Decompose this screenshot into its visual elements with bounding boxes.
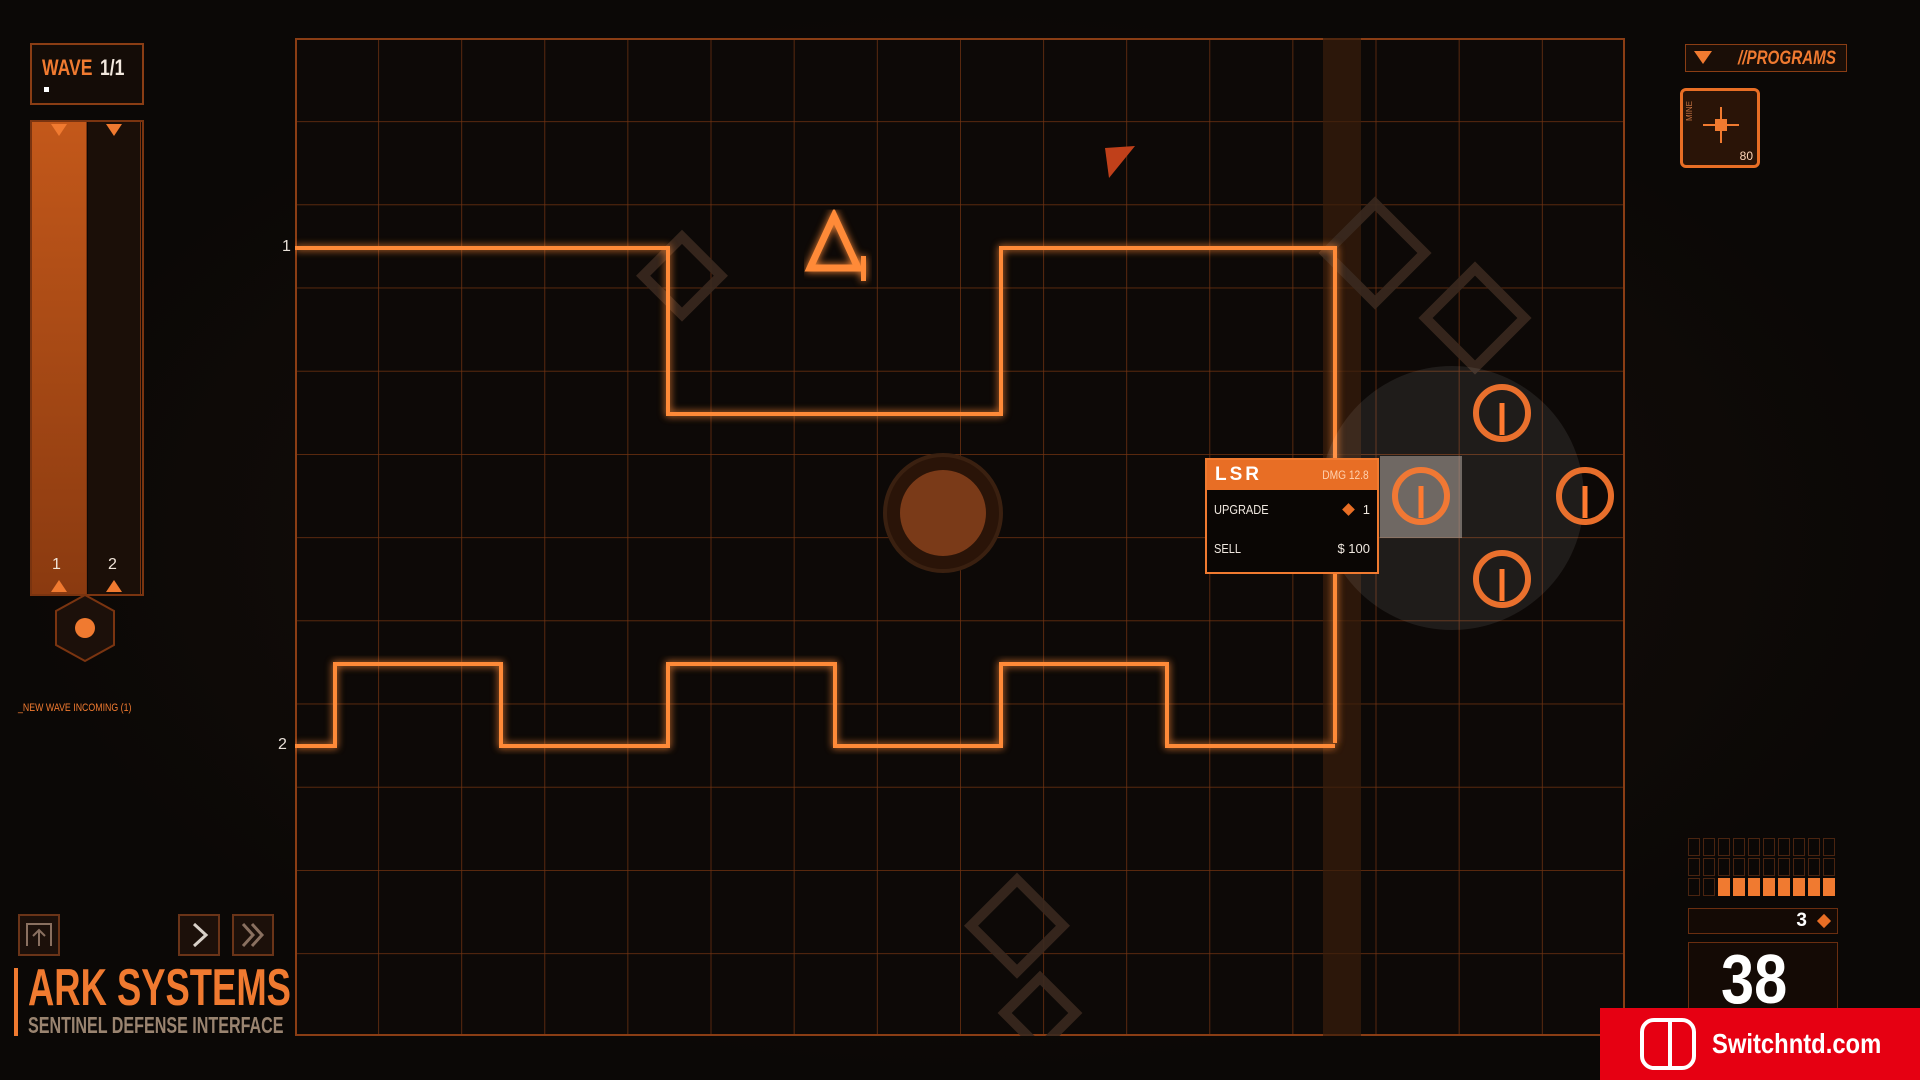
- wave-indicator: WAVE 1/1: [30, 43, 144, 105]
- upgrade-button[interactable]: UPGRADE 1: [1207, 490, 1377, 529]
- game-board[interactable]: [295, 38, 1625, 1056]
- sell-value: $ 100: [1337, 541, 1370, 556]
- grid-and-paths: [295, 38, 1625, 1056]
- energy-cell: [1808, 838, 1820, 856]
- brand-accent-bar: [14, 968, 18, 1036]
- program-mine-card[interactable]: MINE 80: [1680, 88, 1760, 168]
- mine-icon: [1703, 107, 1739, 143]
- energy-cell: [1793, 838, 1805, 856]
- programs-header[interactable]: //PROGRAMS: [1685, 44, 1847, 72]
- fast-forward-button[interactable]: [232, 914, 274, 956]
- energy-cell: [1733, 878, 1745, 896]
- core-counter: 3: [1688, 908, 1838, 934]
- core-diamond-icon: [1816, 913, 1832, 929]
- energy-cell: [1793, 858, 1805, 876]
- new-wave-notice: _NEW WAVE INCOMING (1): [18, 702, 132, 714]
- energy-cell: [1703, 838, 1715, 856]
- double-chevron-right-icon: [241, 922, 265, 948]
- energy-cell: [1733, 838, 1745, 856]
- energy-cell: [1763, 838, 1775, 856]
- energy-cell: [1793, 878, 1805, 896]
- brand-subtitle: SENTINEL DEFENSE INTERFACE: [28, 1012, 284, 1038]
- upgrade-cost: 1: [1362, 502, 1370, 517]
- energy-cell: [1718, 838, 1730, 856]
- play-speed-button[interactable]: [178, 914, 220, 956]
- energy-cell: [1688, 858, 1700, 876]
- lane-2-bar: 2: [88, 122, 141, 594]
- energy-cell: [1778, 838, 1790, 856]
- energy-cell: [1778, 858, 1790, 876]
- energy-cell: [1778, 878, 1790, 896]
- energy-cell: [1748, 858, 1760, 876]
- programs-title: //PROGRAMS: [1738, 48, 1836, 69]
- core-diamond-icon: [1341, 503, 1355, 516]
- lane-2-bottom-marker: [106, 580, 122, 592]
- energy-cell: [1718, 878, 1730, 896]
- core-hexagon-icon: [52, 592, 118, 664]
- energy-cell: [1733, 858, 1745, 876]
- dropdown-triangle-icon: [1694, 51, 1712, 64]
- lane-1-bottom-marker: [51, 580, 67, 592]
- upgrade-label: UPGRADE: [1214, 502, 1269, 517]
- energy-cell: [1823, 838, 1835, 856]
- enemy-ship: [804, 207, 866, 281]
- energy-cell: [1808, 858, 1820, 876]
- watermark-text: Switchntd.com: [1712, 1028, 1882, 1059]
- energy-cell: [1808, 878, 1820, 896]
- exit-up-arrow-icon: [26, 923, 52, 946]
- program-mine-cost: 80: [1739, 149, 1753, 163]
- chevron-right-icon: [192, 922, 209, 948]
- energy-cell: [1688, 838, 1700, 856]
- sell-label: SELL: [1214, 541, 1242, 556]
- exit-button[interactable]: [18, 914, 60, 956]
- wave-value: 1/1: [100, 55, 125, 80]
- energy-cell: [1763, 878, 1775, 896]
- lane-1-bar: 1: [32, 122, 87, 594]
- lane-1-number: 1: [52, 556, 61, 573]
- program-mine-name: MINE: [1685, 101, 1694, 121]
- energy-cell: [1718, 858, 1730, 876]
- lane-1-top-marker: [51, 124, 67, 136]
- lane-2-number: 2: [108, 556, 117, 573]
- energy-cell: [1823, 858, 1835, 876]
- wave-progress-dot: [44, 87, 49, 92]
- tower-damage: DMG 12.8: [1322, 468, 1369, 482]
- tower-name: LSR: [1215, 464, 1262, 485]
- brand-title: ARK SYSTEMS: [28, 959, 291, 1017]
- path-1-entry-label: 1: [282, 238, 291, 255]
- energy-meter: [1688, 838, 1838, 898]
- wave-progress-bars: 1 2: [30, 120, 144, 596]
- energy-cell: [1748, 878, 1760, 896]
- money-value: 38: [1721, 942, 1788, 1018]
- switch-logo-icon: [1640, 1018, 1696, 1070]
- tower-popup-header: LSR DMG 12.8: [1207, 460, 1377, 490]
- energy-cell: [1703, 858, 1715, 876]
- energy-cell: [1763, 858, 1775, 876]
- wave-label: WAVE: [42, 55, 93, 80]
- enemy-path-2: [295, 662, 1335, 748]
- energy-cell: [1688, 878, 1700, 896]
- lane-2-top-marker: [106, 124, 122, 136]
- enemy-path-1: [295, 246, 1337, 743]
- watermark-badge: Switchntd.com: [1600, 1008, 1920, 1080]
- energy-cell: [1823, 878, 1835, 896]
- tower-info-popup: LSR DMG 12.8 UPGRADE 1 SELL $ 100: [1205, 458, 1379, 574]
- energy-cell: [1748, 838, 1760, 856]
- sell-button[interactable]: SELL $ 100: [1207, 529, 1377, 568]
- core-count: 3: [1796, 910, 1807, 931]
- path-2-entry-label: 2: [278, 736, 287, 753]
- energy-cell: [1703, 878, 1715, 896]
